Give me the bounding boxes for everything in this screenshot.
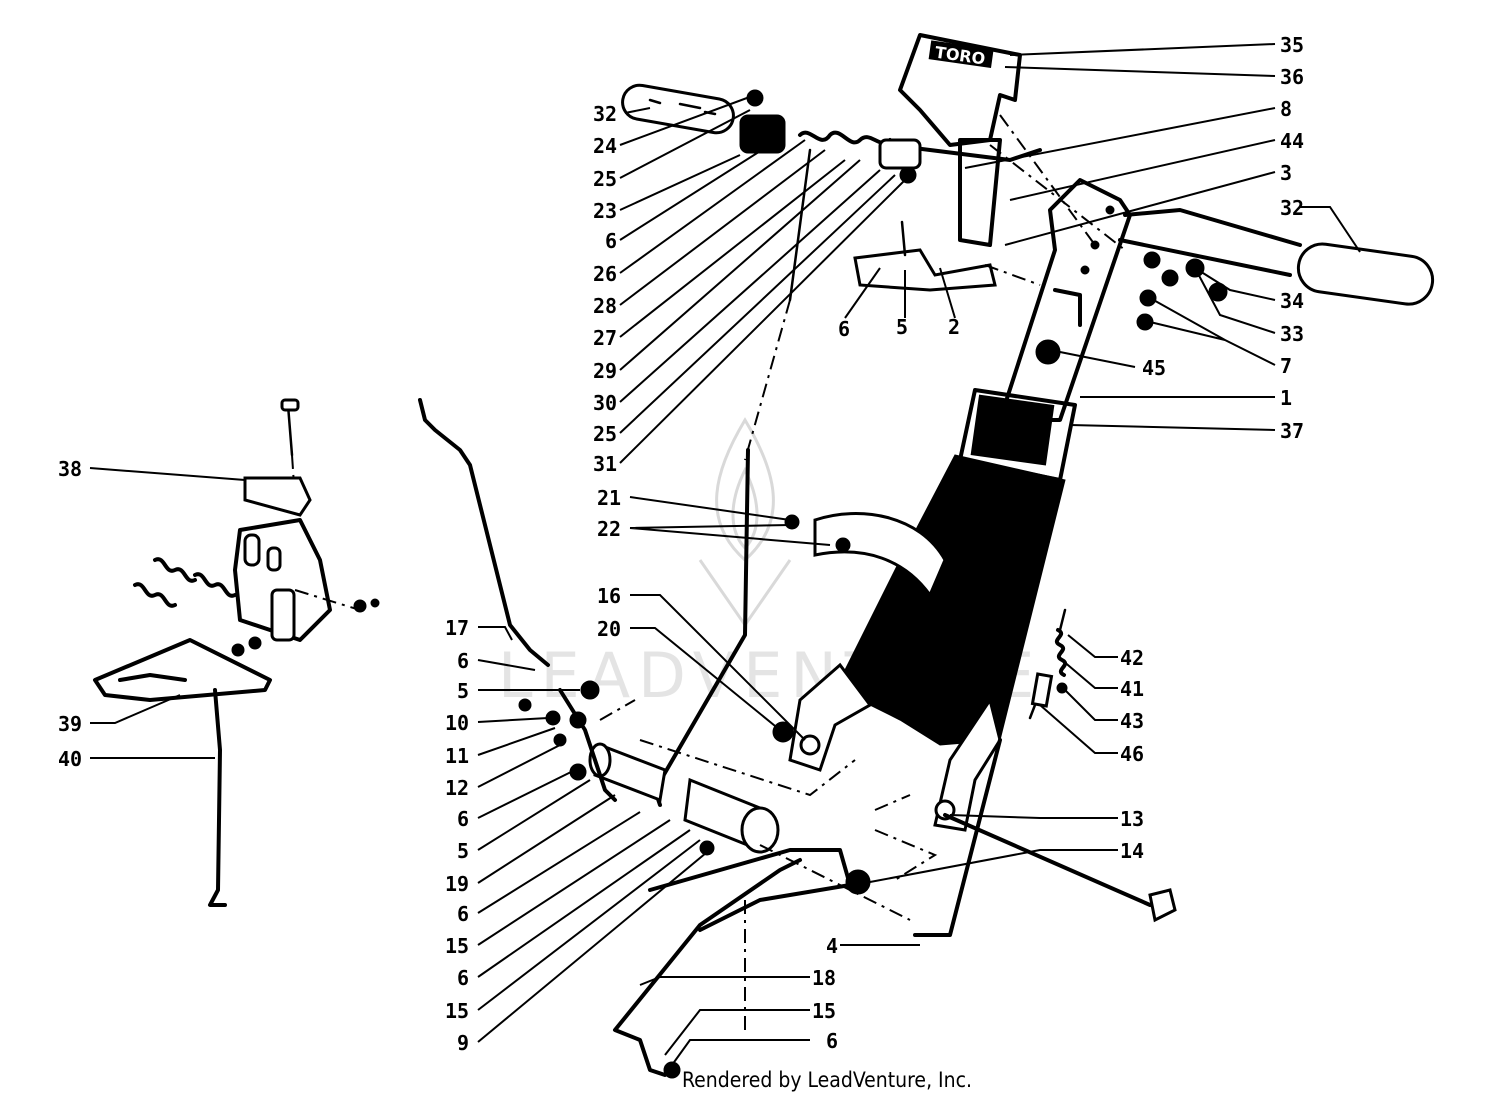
callout-label: 5	[457, 679, 469, 703]
callout-label: 26	[593, 262, 617, 286]
callout-label: 5	[896, 315, 908, 339]
callout-label: 4	[826, 934, 838, 958]
callout-label: 16	[597, 584, 621, 608]
callout-label: 6	[605, 229, 617, 253]
callout-label: 6	[838, 317, 850, 341]
callout-label: 44	[1280, 129, 1304, 153]
callout-label: 35	[1280, 33, 1304, 57]
callout-label: 17	[445, 616, 469, 640]
callout-label: 8	[1280, 97, 1292, 121]
callout-label: 34	[1280, 289, 1304, 313]
credit-text: Rendered by LeadVenture, Inc.	[682, 1068, 972, 1092]
callout-label: 6	[826, 1029, 838, 1053]
callout-label: 23	[593, 199, 617, 223]
callout-label: 6	[457, 966, 469, 990]
callout-label: 37	[1280, 419, 1304, 443]
callout-label: 38	[58, 457, 82, 481]
callout-label: 14	[1120, 839, 1144, 863]
leader-lines	[89, 43, 1361, 1066]
callout-label: 36	[1280, 65, 1304, 89]
side-bracket-assembly	[93, 398, 380, 907]
callout-label: 24	[593, 134, 617, 158]
callout-label: 28	[593, 294, 617, 318]
callout-label: 33	[1280, 322, 1304, 346]
callout-label: 32	[593, 102, 617, 126]
callout-label: 40	[58, 747, 82, 771]
callout-label: 3	[1280, 161, 1292, 185]
callout-label: 15	[812, 999, 836, 1023]
callout-label: 25	[593, 422, 617, 446]
callout-label: 31	[593, 452, 617, 476]
callout-label: 18	[812, 966, 836, 990]
callout-label: 13	[1120, 807, 1144, 831]
callout-label: 15	[445, 999, 469, 1023]
callout-label: 6	[457, 807, 469, 831]
callout-label: 1	[1280, 386, 1292, 410]
callout-label: 30	[593, 391, 617, 415]
callout-label: 29	[593, 359, 617, 383]
callout-label: 27	[593, 326, 617, 350]
callout-label: 11	[445, 744, 469, 768]
callout-label: 39	[58, 712, 82, 736]
callout-label: 7	[1280, 354, 1292, 378]
callout-label: 10	[445, 711, 469, 735]
callout-label: 20	[597, 617, 621, 641]
callout-label: 46	[1120, 742, 1144, 766]
callout-label: 32	[1280, 196, 1304, 220]
callout-label: 12	[445, 776, 469, 800]
callout-label: 15	[445, 934, 469, 958]
callout-label: 25	[593, 167, 617, 191]
callout-labels: 35 36 8 44 3 32 34 33 7 45 1 37 32 24 25…	[58, 33, 1304, 1055]
handle-assembly: TORO	[418, 33, 1435, 1079]
callout-label: 6	[457, 649, 469, 673]
callout-label: 5	[457, 839, 469, 863]
callout-label: 45	[1142, 356, 1166, 380]
callout-label: 2	[948, 315, 960, 339]
callout-label: 6	[457, 902, 469, 926]
callout-label: 22	[597, 517, 621, 541]
callout-label: 19	[445, 872, 469, 896]
callout-label: 41	[1120, 677, 1144, 701]
callout-label: 9	[457, 1031, 469, 1055]
callout-label: 43	[1120, 709, 1144, 733]
callout-label: 21	[597, 486, 621, 510]
callout-label: 42	[1120, 646, 1144, 670]
